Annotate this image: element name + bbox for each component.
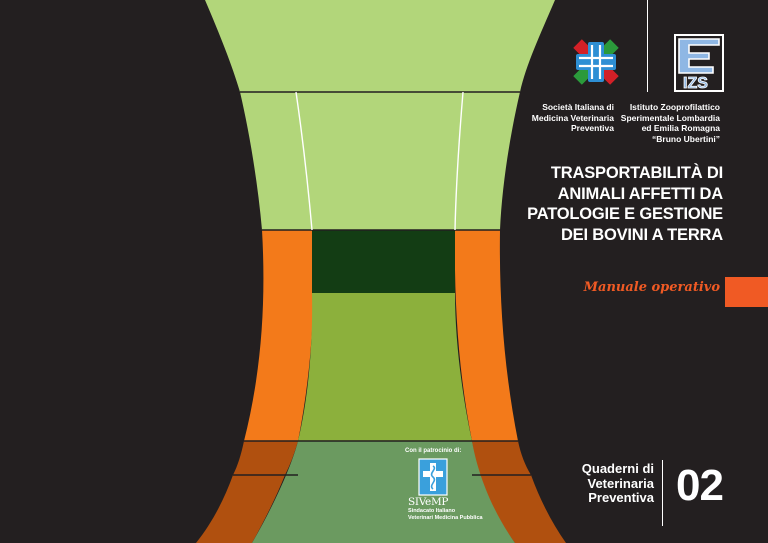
patronage-label: Con il patrocinio di: — [405, 448, 462, 454]
panel-rust-left-upper — [233, 441, 298, 475]
series-label: Quaderni di Veterinaria Preventiva — [581, 461, 654, 505]
panel-orange-right — [454, 230, 518, 441]
panel-muted-green — [252, 441, 515, 543]
panel-rust-right-lower — [479, 475, 566, 543]
cover-subtitle: Manuale operativo — [583, 280, 720, 295]
sivemp-logo-icon — [418, 458, 448, 496]
series-number: 02 — [676, 461, 724, 510]
panel-rust-left-lower — [196, 475, 285, 543]
sim-cross-logo-icon — [573, 39, 619, 85]
panel-row2-left — [240, 92, 312, 230]
accent-tab — [725, 277, 768, 307]
panel-rust-right-upper — [472, 441, 531, 475]
sivemp-description: Sindacato Italiano Veterinari Medicina P… — [408, 508, 483, 521]
sivemp-name: SIVeMP — [408, 496, 449, 508]
sim-organization-name: Società Italiana di Medicina Veterinaria… — [531, 102, 614, 133]
panel-dark-green — [312, 230, 455, 293]
series-divider — [662, 460, 663, 526]
cover-title: TRASPORTABILITÀ DI ANIMALI AFFETTI DA PA… — [527, 164, 723, 244]
panel-top-wedge — [205, 0, 555, 92]
panel-row2-right — [455, 92, 520, 230]
svg-text:IZS: IZS — [683, 75, 708, 92]
logo-divider — [647, 0, 648, 92]
panel-row2-center — [296, 92, 463, 230]
izs-logo-icon: IZS — [674, 34, 724, 92]
panel-orange-left — [244, 230, 314, 441]
panel-mid-green — [298, 293, 472, 441]
izs-organization-name: Istituto Zooprofilattico Sperimentale Lo… — [620, 102, 720, 144]
